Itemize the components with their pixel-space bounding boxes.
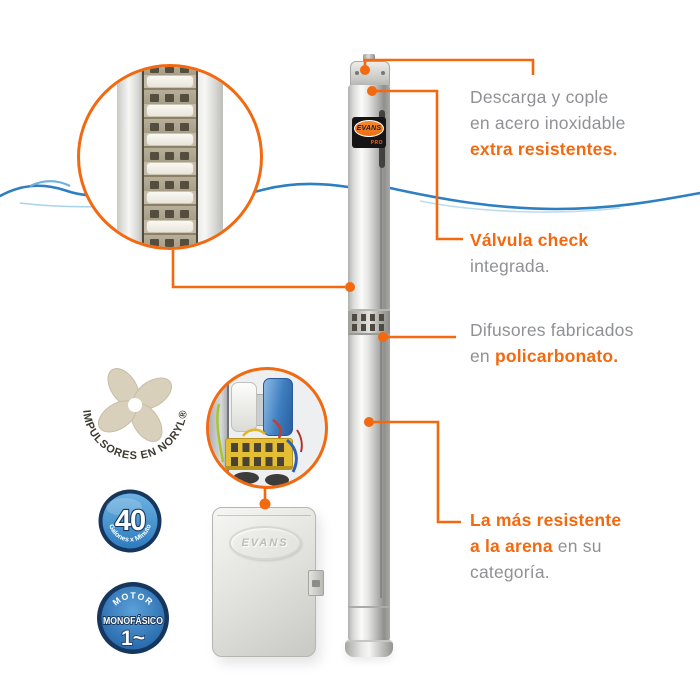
ground-wire — [216, 403, 225, 463]
pump-cable-line — [380, 168, 382, 598]
tube-seam — [142, 67, 144, 247]
callout-sand-resistance: La más resistente a la arena en su categ… — [470, 507, 685, 585]
pump-suction-band — [348, 309, 390, 335]
water-crest — [29, 180, 71, 187]
suction-slots — [352, 314, 386, 321]
motor-label-middle: MONOFÁSICO — [103, 614, 163, 627]
impeller-detail-circle — [77, 64, 263, 250]
diffuser-stack — [143, 67, 197, 247]
pump-motor-joint — [348, 606, 390, 608]
suction-slots — [352, 324, 386, 331]
conduit-hole — [233, 472, 259, 484]
diffuser-stage — [143, 175, 197, 204]
evans-logo: EVANS — [354, 120, 384, 137]
water-reflection — [419, 200, 621, 213]
pro-series-label: PRO — [370, 140, 383, 146]
callout-line: a la arena en su — [470, 536, 602, 556]
box-wall — [209, 370, 229, 486]
callout-line: La más resistente — [470, 510, 622, 530]
tube-wall — [197, 67, 223, 247]
pump-body — [348, 85, 390, 641]
badge-flow: 40 Galones x Minuto — [98, 489, 162, 553]
diffuser-stage — [143, 88, 197, 117]
callout-discharge: Descarga y cople en acero inoxidable ext… — [470, 84, 685, 162]
red-wire — [272, 418, 282, 439]
control-box: EVANS — [212, 507, 324, 657]
box-wall-edge — [227, 370, 229, 486]
diffuser-stage — [143, 117, 197, 146]
control-box-lid-seam — [217, 515, 311, 516]
callout-check-valve: Válvula check integrada. — [470, 227, 685, 279]
callout-diffusers: Difusores fabricados en policarbonato. — [470, 317, 685, 369]
tube-seam — [196, 67, 198, 247]
connector-discharge — [363, 58, 535, 75]
terminal-block — [225, 438, 293, 470]
callout-line: Difusores fabricados — [470, 320, 634, 340]
control-box-latch — [308, 570, 324, 596]
diffuser-stage — [143, 146, 197, 175]
pump-bottom-cap — [345, 640, 393, 657]
capacitor-white — [231, 382, 257, 432]
latch-slot — [312, 580, 320, 587]
diffuser-stage — [143, 67, 197, 88]
impeller-icon — [98, 368, 172, 442]
callout-line: Válvula check — [470, 230, 589, 250]
pump-cutaway-tube — [117, 67, 223, 247]
callout-line: en acero inoxidable — [470, 113, 626, 133]
yellow-wire — [242, 428, 266, 437]
cap-bolt-hole — [355, 71, 359, 75]
control-box-logo: EVANS — [229, 526, 301, 560]
callout-line: Descarga y cople — [470, 87, 609, 107]
callout-line: extra resistentes. — [470, 139, 618, 159]
red-wire — [296, 429, 303, 453]
terminal-slots — [231, 443, 287, 452]
motor-phase-label: 1~ — [121, 627, 145, 650]
badge-motor: MOTOR MONOFÁSICO 1~ — [97, 582, 169, 654]
badge-impellers: IMPULSORES EN NORYL® — [80, 368, 189, 462]
flow-value: 40 — [115, 505, 145, 537]
controlbox-detail-circle — [206, 367, 328, 489]
diffuser-stage — [143, 233, 197, 247]
callout-line: en policarbonato. — [470, 346, 619, 366]
blue-wire — [286, 438, 298, 473]
pump-discharge-cap — [350, 61, 390, 87]
motor-badge-face — [101, 586, 165, 650]
wiring — [216, 403, 303, 473]
diffuser-stage — [143, 204, 197, 233]
terminal-slots — [231, 457, 287, 466]
pump-brand-label: EVANS PRO — [352, 117, 386, 148]
tube-wall — [117, 67, 143, 247]
callout-line: categoría. — [470, 562, 550, 582]
cap-bolt-hole — [381, 71, 385, 75]
callout-line: integrada. — [470, 256, 550, 276]
conduit-hole — [265, 474, 289, 486]
connector-impeller-detail — [171, 250, 345, 289]
flow-badge-face — [102, 493, 158, 549]
